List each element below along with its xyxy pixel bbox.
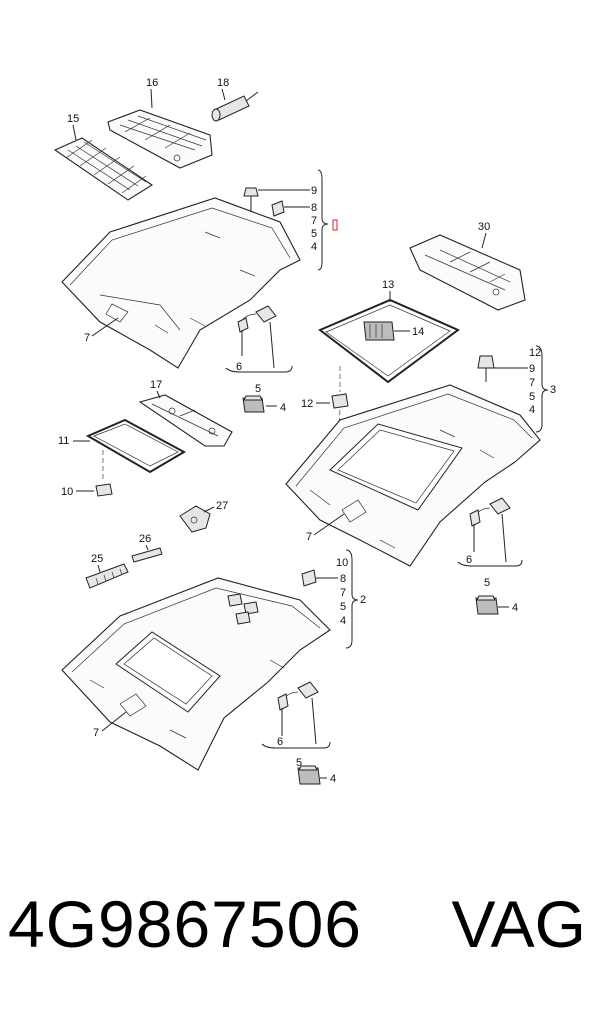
callout-4-e: 4 <box>340 615 346 627</box>
callout-18: 18 <box>217 77 229 89</box>
callout-5-e: 5 <box>340 601 346 613</box>
part-11-sunshade-frame <box>85 418 187 474</box>
footer: 4G9867506 VAG <box>0 880 600 990</box>
callout-11: 11 <box>58 435 69 447</box>
callout-7-b: 7 <box>84 332 90 344</box>
part-17-bracket-strip <box>138 394 233 447</box>
callout-27: 27 <box>216 500 228 512</box>
part-10-clip-left <box>95 483 113 497</box>
grab-handle-group-2 <box>457 497 523 615</box>
callout-16: 16 <box>146 77 158 89</box>
part-5-bolt-top <box>243 187 259 212</box>
brand-label: VAG <box>451 887 586 961</box>
callout-7-d: 7 <box>306 531 312 543</box>
part-8-clip-bottom <box>301 569 317 587</box>
callout-12-b: 12 <box>529 347 541 359</box>
callout-4-a: 4 <box>311 241 317 253</box>
callout-17: 17 <box>150 379 162 391</box>
callout-6-c: 6 <box>277 736 283 748</box>
callout-4-d: 4 <box>512 602 518 614</box>
callout-12-a: 12 <box>301 398 313 410</box>
callout-7-c: 7 <box>529 377 535 389</box>
callout-9-a: 9 <box>311 185 317 197</box>
callout-8-b: 8 <box>340 573 346 585</box>
callout-8-a: 8 <box>311 202 317 214</box>
callout-6-b: 6 <box>466 554 472 566</box>
part-12-clip <box>331 393 349 409</box>
callout-4-b: 4 <box>280 402 286 414</box>
callout-5-d: 5 <box>484 577 490 589</box>
headliner-3-sunroof <box>61 577 331 771</box>
callout-26: 26 <box>139 533 151 545</box>
callout-6-a: 6 <box>236 361 242 373</box>
callout-2: 2 <box>360 594 366 606</box>
callout-14: 14 <box>412 326 424 338</box>
callout-15: 15 <box>67 113 79 125</box>
part-8-clip-top <box>271 200 285 217</box>
highlight-marker <box>332 219 338 231</box>
callout-5-b: 5 <box>255 383 261 395</box>
part-16-speaker-cover <box>107 109 213 169</box>
part-26-strip <box>131 547 163 563</box>
callout-13: 13 <box>382 279 394 291</box>
callout-7-f: 7 <box>93 727 99 739</box>
part-15-grille <box>53 137 154 201</box>
callout-5-f: 5 <box>296 757 302 769</box>
part-14-drain-block <box>363 321 395 341</box>
part-5-bolt-right <box>477 355 495 382</box>
callout-3: 3 <box>550 384 556 396</box>
callout-5-c: 5 <box>529 391 535 403</box>
part-27-bracket <box>179 505 211 533</box>
callout-4-c: 4 <box>529 404 535 416</box>
grab-handle-group-1 <box>225 305 293 413</box>
headliner-1-no-sunroof <box>61 197 301 369</box>
part-13-seal-frame <box>318 298 460 384</box>
part-25-cable-holder <box>85 563 129 589</box>
callout-7-a: 7 <box>311 215 317 227</box>
headliner-2-sunroof <box>285 384 541 567</box>
callout-7-e: 7 <box>340 587 346 599</box>
callout-30: 30 <box>478 221 490 233</box>
callout-5-a: 5 <box>311 228 317 240</box>
callout-10-b: 10 <box>336 557 348 569</box>
part-18-microphone <box>211 91 259 122</box>
callout-9-b: 9 <box>529 363 535 375</box>
grab-handle-group-3 <box>261 681 331 785</box>
part-number: 4G9867506 <box>8 887 362 961</box>
part-30-trim <box>409 234 526 311</box>
headliner-parts-diagram: 15 16 18 9 8 7 5 4 <box>53 77 556 785</box>
callout-10-a: 10 <box>61 486 73 498</box>
callout-4-f: 4 <box>330 773 336 785</box>
callout-25: 25 <box>91 553 103 565</box>
